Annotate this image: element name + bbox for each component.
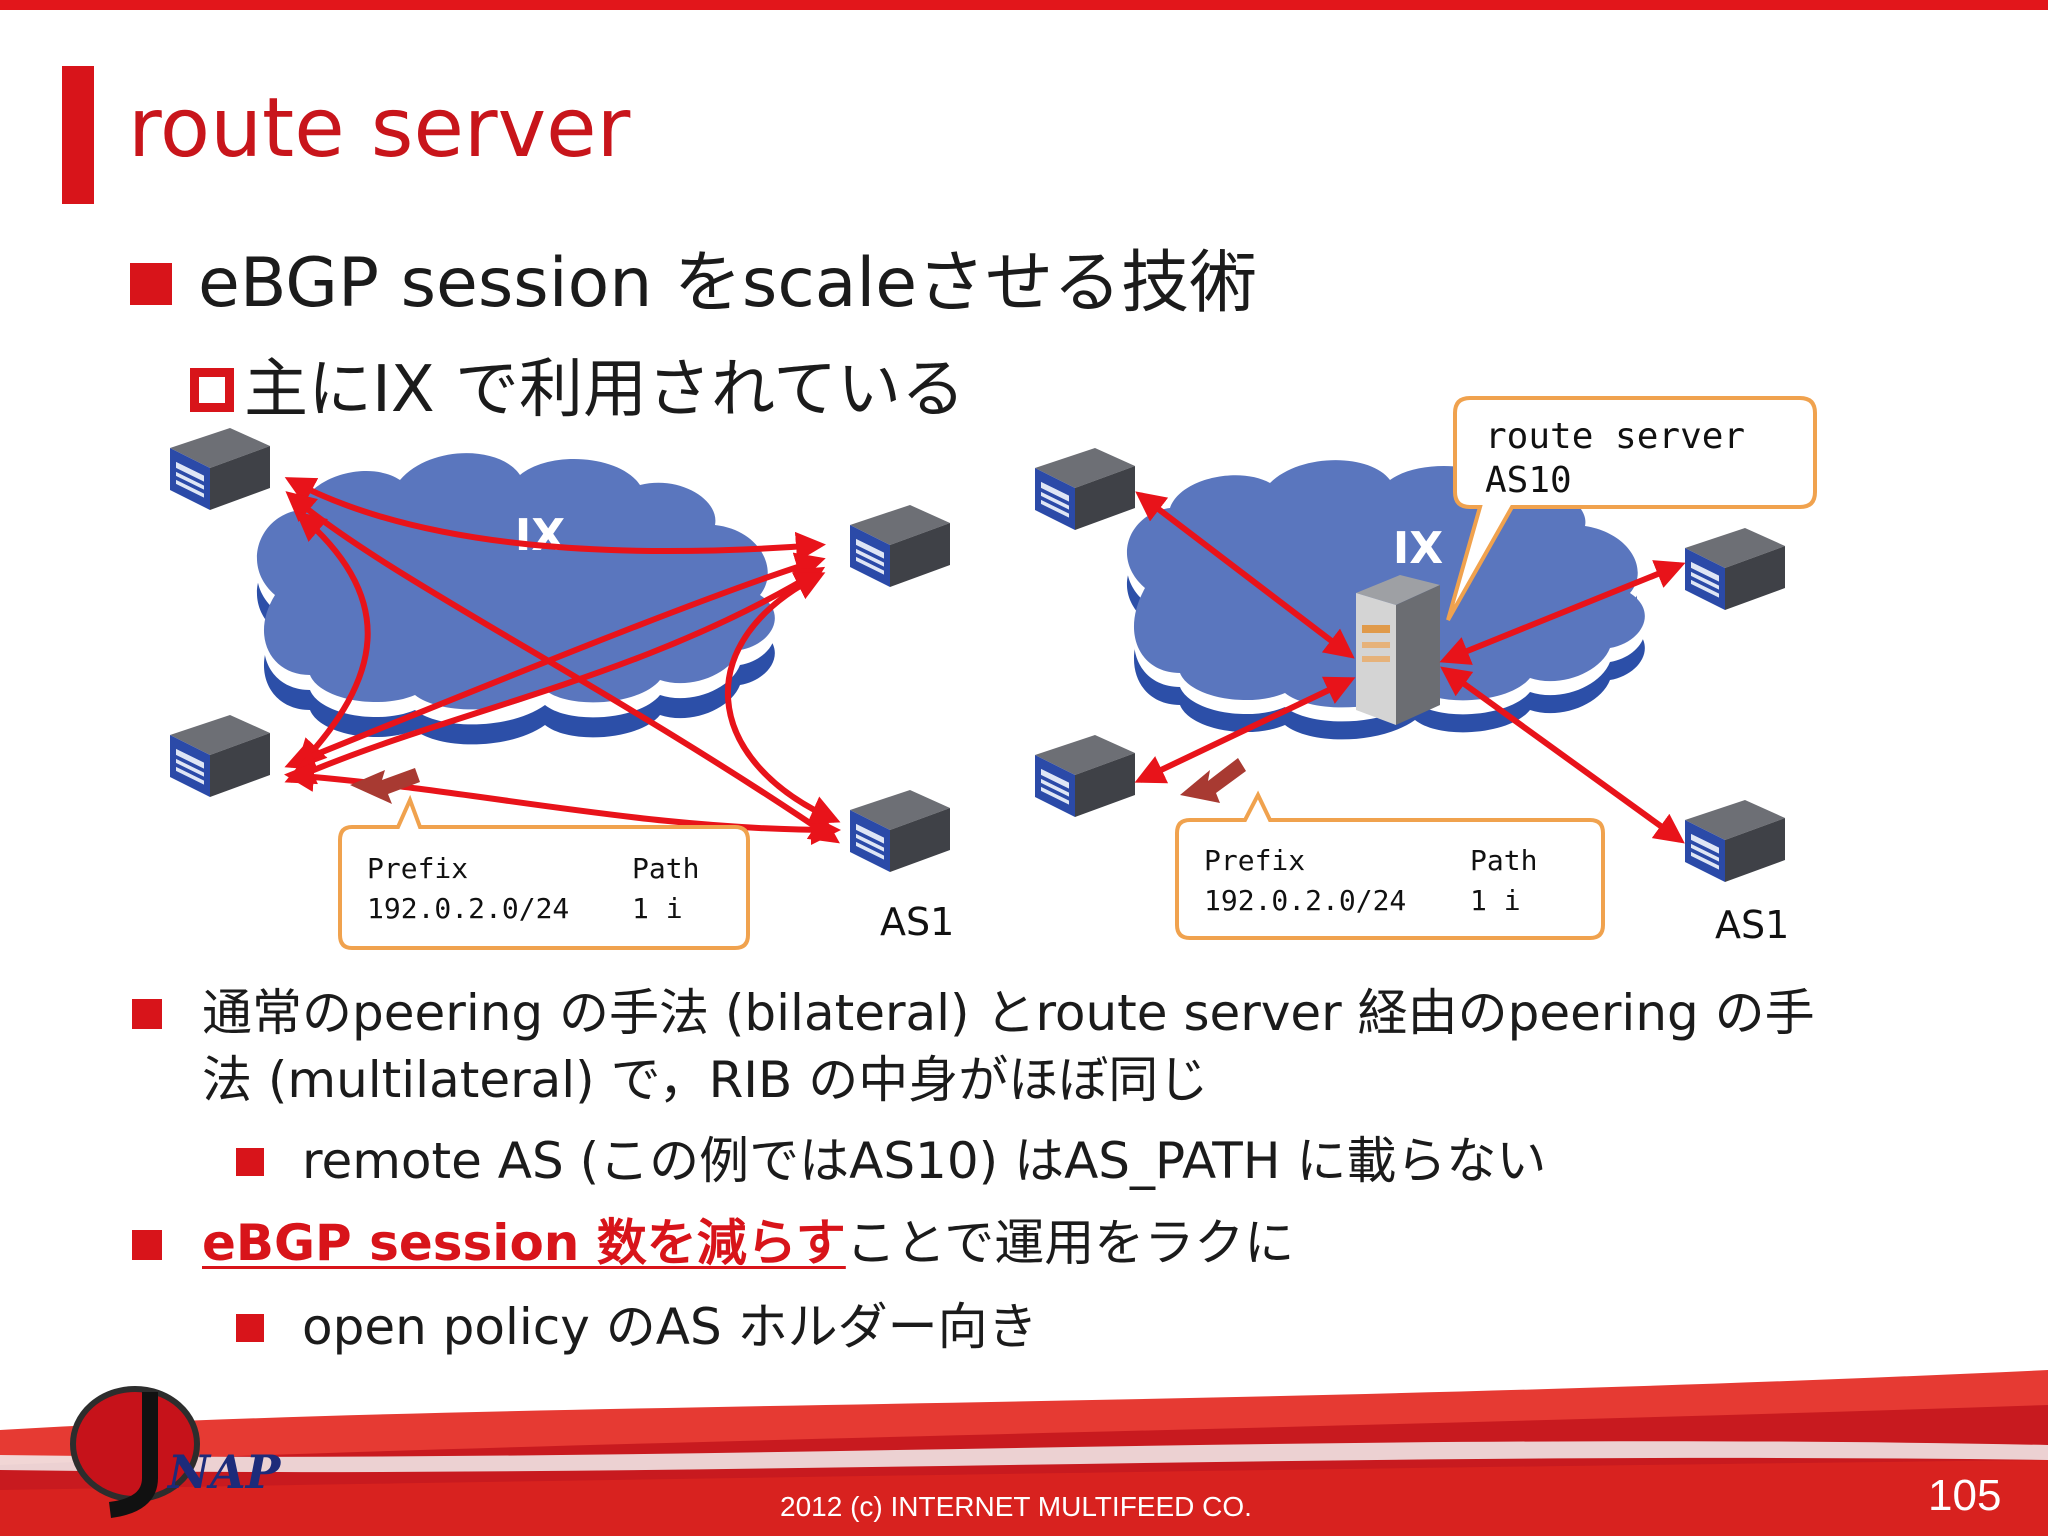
slide-title: route server xyxy=(128,81,631,176)
ix-label-right: IX xyxy=(1393,523,1443,574)
bullet-3-text: eBGP session 数を減らすことで運用をラクに xyxy=(202,1218,1294,1268)
jpnap-logo: NAP xyxy=(70,1386,282,1518)
as1-label-left: AS1 xyxy=(880,900,954,944)
page-number: 105 xyxy=(1928,1471,2002,1520)
bullet-square-icon xyxy=(132,999,162,1029)
route-server-callout xyxy=(1446,396,1817,621)
sub-bullet-square-icon xyxy=(236,1148,264,1176)
hollow-square-bullet-icon xyxy=(190,368,234,412)
logo-text: NAP xyxy=(166,1445,282,1499)
table-path-value: 1 i xyxy=(1470,884,1521,917)
router-icon xyxy=(1035,448,1135,530)
table-col-prefix: Prefix xyxy=(367,852,468,885)
router-icon xyxy=(1035,735,1135,817)
table-col-path: Path xyxy=(1470,844,1537,877)
sub-bullet-2-text: remote AS (この例ではAS10) はAS_PATH に載らない xyxy=(302,1132,1547,1190)
pointer-arrow-icon xyxy=(1180,758,1246,803)
table-col-prefix: Prefix xyxy=(1204,844,1305,877)
title-accent-bar xyxy=(62,66,94,204)
top-accent-bar xyxy=(0,0,2048,10)
router-icon xyxy=(170,715,270,797)
route-server-callout-line2: AS10 xyxy=(1485,460,1572,501)
route-server-callout-line1: route server xyxy=(1485,416,1745,457)
table-prefix-value: 192.0.2.0/24 xyxy=(1204,884,1406,917)
bullet-2-line-1: 通常のpeering の手法 (bilateral) とroute server… xyxy=(202,984,1815,1042)
bullet-3-rest: ことで運用をラクに xyxy=(845,1214,1295,1272)
rib-callout-right xyxy=(1175,790,1605,940)
bullet-square-icon xyxy=(132,1230,162,1260)
router-icon xyxy=(850,505,950,587)
as1-label-right: AS1 xyxy=(1715,903,1789,947)
router-icon xyxy=(1685,800,1785,882)
rib-callout-left xyxy=(338,794,750,950)
router-icon xyxy=(170,428,270,510)
sub-bullet-3-text: open policy のAS ホルダー向き xyxy=(302,1298,1038,1356)
route-server-icon xyxy=(1356,575,1440,725)
router-icon xyxy=(850,790,950,872)
bullet-2-line-2: 法 (multilateral) で，RIB の中身がほぼ同じ xyxy=(202,1051,1209,1109)
router-icon xyxy=(1685,528,1785,610)
bullet-3-highlight: eBGP session 数を減らす xyxy=(202,1214,846,1272)
table-path-value: 1 i xyxy=(632,892,683,925)
footer-wave: NAP xyxy=(0,1370,2048,1536)
ix-label-left: IX xyxy=(515,510,565,561)
route-server-sessions xyxy=(1134,491,1686,844)
pointer-arrow-icon xyxy=(350,768,420,804)
bullet-square-icon xyxy=(130,263,172,305)
sub-bullet-1-text: 主にIX で利用されている xyxy=(244,353,966,427)
bullet-1-text: eBGP session をscaleさせる技術 xyxy=(198,244,1258,323)
sub-bullet-square-icon xyxy=(236,1314,264,1342)
table-prefix-value: 192.0.2.0/24 xyxy=(367,892,569,925)
route-server-diagram: IX Prefix Path 192.0.2.0/24 1 i AS1 IX xyxy=(170,396,1817,950)
table-col-path: Path xyxy=(632,852,699,885)
footer-copyright: 2012 (c) INTERNET MULTIFEED CO. xyxy=(780,1491,1252,1522)
